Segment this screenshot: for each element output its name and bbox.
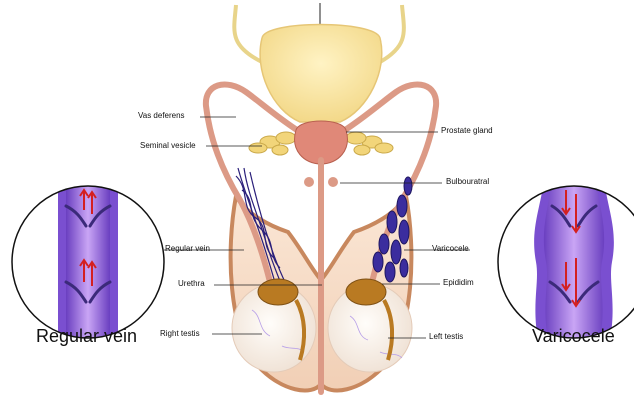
label-regular-vein: Regular vein xyxy=(165,244,210,254)
caption-varicocele: Varicocele xyxy=(532,326,615,346)
inset-varicocele xyxy=(498,180,634,350)
caption-regular-vein: Regular vein xyxy=(36,326,137,346)
label-right-testis: Right testis xyxy=(160,329,200,339)
label-seminal-vesicle: Seminal vesicle xyxy=(140,141,196,151)
label-varicocele: Varicocele xyxy=(432,244,469,254)
bladder xyxy=(260,25,382,123)
label-left-testis: Left testis xyxy=(429,332,463,342)
label-prostate-gland: Prostate gland xyxy=(441,126,493,136)
inset-regular-vein xyxy=(12,180,164,350)
label-bulbourethral: Bulbouratral xyxy=(446,177,489,187)
label-vas-deferens: Vas deferens xyxy=(138,111,185,121)
label-urethra: Urethra xyxy=(178,279,205,289)
label-epididymis: Epididim xyxy=(443,278,474,288)
